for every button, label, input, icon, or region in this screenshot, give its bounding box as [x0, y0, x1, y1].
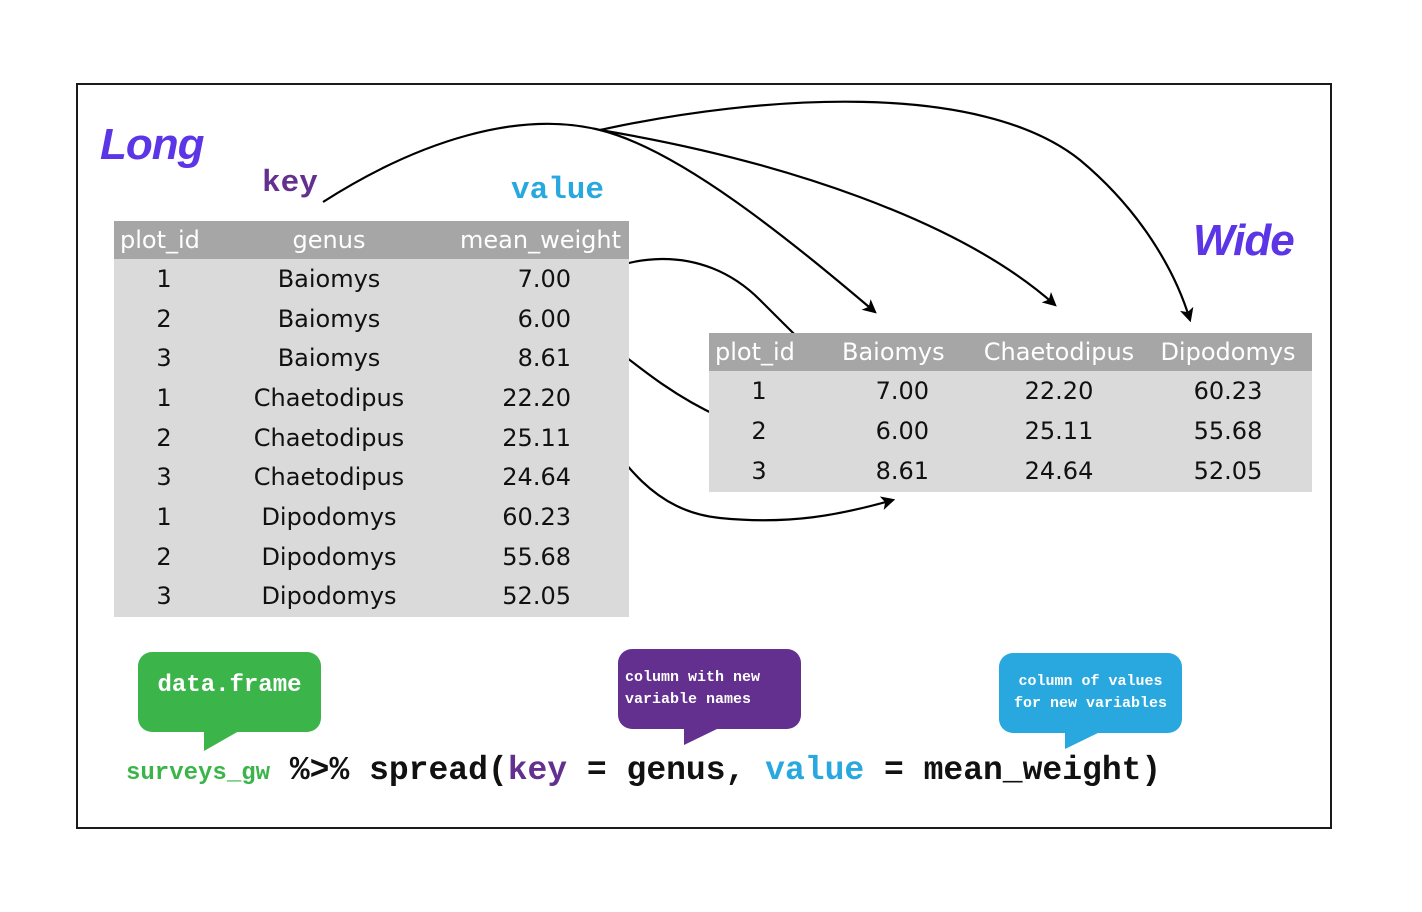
column-header: plot_id: [715, 338, 795, 366]
table-cell: 1: [156, 264, 172, 293]
column-header: plot_id: [120, 226, 200, 254]
long-title: Long: [100, 120, 205, 169]
column-header: Chaetodipus: [983, 338, 1135, 366]
table-row: 3 Chaetodipus 24.64: [114, 457, 629, 497]
table-row: 1 Baiomys 7.00: [114, 259, 629, 299]
value-description-text: column of values for new variables: [1013, 673, 1168, 712]
table-cell: 3: [156, 344, 172, 373]
table-cell: 7.00: [517, 264, 571, 293]
table-cell: 1: [751, 377, 767, 405]
table-cell: 52.05: [1193, 457, 1263, 485]
table-row: 1 Dipodomys 60.23: [114, 497, 629, 537]
bubble-tail: [204, 731, 239, 751]
column-header: Baiomys: [842, 338, 945, 366]
table-cell: 2: [156, 542, 172, 571]
table-cell: Chaetodipus: [253, 383, 405, 412]
dataframe-bubble: data.frame: [138, 652, 321, 751]
table-cell: 24.64: [502, 463, 571, 492]
diagram-frame: [76, 83, 1332, 829]
command-dataframe: surveys_gw: [126, 760, 271, 787]
table-cell: Baiomys: [277, 304, 381, 333]
table-cell: 3: [156, 582, 172, 611]
table-cell: 8.61: [517, 344, 571, 373]
command-key-keyword: key: [507, 752, 568, 789]
table-cell: 1: [156, 502, 172, 531]
wide-table: plot_id Baiomys Chaetodipus Dipodomys 1 7…: [709, 333, 1312, 492]
bubble-tail: [684, 728, 719, 745]
wide-table-body: 1 7.00 22.20 60.23 2 6.00 25.11 55.68 3 8.61 24.64…: [709, 371, 1312, 491]
command-value-arg: = mean_weight): [864, 752, 1162, 789]
table-cell: 3: [156, 463, 172, 492]
table-cell: Baiomys: [277, 344, 381, 373]
table-row: 2 6.00 25.11 55.68: [709, 411, 1312, 451]
key-description-bubble: column with new variable names: [618, 649, 801, 745]
bubble-tail: [1065, 732, 1100, 749]
table-cell: Chaetodipus: [253, 463, 405, 492]
table-cell: 60.23: [1193, 377, 1263, 405]
table-row: 2 Dipodomys 55.68: [114, 537, 629, 577]
table-row: 3 Dipodomys 52.05: [114, 577, 629, 617]
table-cell: Chaetodipus: [253, 423, 405, 452]
key-description-text: column with new variable names: [625, 669, 761, 708]
table-cell: Dipodomys: [261, 582, 397, 611]
value-label: value: [511, 173, 605, 208]
table-cell: 6.00: [875, 417, 929, 445]
table-row: 3 Baiomys 8.61: [114, 338, 629, 378]
table-row: 2 Baiomys 6.00: [114, 299, 629, 339]
column-header: genus: [292, 226, 366, 254]
long-table-header: plot_id genus mean_weight: [114, 221, 629, 259]
table-row: 1 Chaetodipus 22.20: [114, 378, 629, 418]
table-cell: 1: [156, 383, 172, 412]
table-cell: 60.23: [502, 502, 571, 531]
table-cell: 52.05: [502, 582, 571, 611]
table-cell: 25.11: [1024, 417, 1094, 445]
table-cell: 7.00: [875, 377, 929, 405]
command-value-keyword: value: [765, 752, 865, 789]
table-cell: 25.11: [502, 423, 571, 452]
column-header: mean_weight: [460, 226, 621, 254]
spread-command: surveys_gw %>% spread(key = genus, value…: [126, 752, 1161, 789]
table-cell: 22.20: [502, 383, 571, 412]
table-cell: Dipodomys: [261, 502, 397, 531]
table-row: 2 Chaetodipus 25.11: [114, 418, 629, 458]
column-header: Dipodomys: [1160, 338, 1296, 366]
value-description-bubble: column of values for new variables: [999, 653, 1182, 749]
table-cell: 3: [751, 457, 767, 485]
table-cell: 2: [751, 417, 767, 445]
table-cell: 2: [156, 304, 172, 333]
wide-table-header: plot_id Baiomys Chaetodipus Dipodomys: [709, 333, 1312, 371]
table-cell: 2: [156, 423, 172, 452]
command-pipe: %>%: [270, 752, 370, 789]
table-cell: 24.64: [1024, 457, 1094, 485]
table-cell: 55.68: [502, 542, 571, 571]
table-row: 3 8.61 24.64 52.05: [709, 451, 1312, 491]
key-label: key: [262, 166, 318, 201]
wide-title: Wide: [1193, 216, 1295, 265]
table-cell: Baiomys: [277, 264, 381, 293]
command-function: spread(: [369, 752, 508, 789]
table-cell: Dipodomys: [261, 542, 397, 571]
table-cell: 22.20: [1024, 377, 1094, 405]
table-cell: 8.61: [875, 457, 929, 485]
table-cell: 55.68: [1193, 417, 1263, 445]
dataframe-bubble-text: data.frame: [157, 672, 302, 699]
command-key-arg: = genus,: [567, 752, 766, 789]
table-row: 1 7.00 22.20 60.23: [709, 371, 1312, 411]
table-cell: 6.00: [517, 304, 571, 333]
